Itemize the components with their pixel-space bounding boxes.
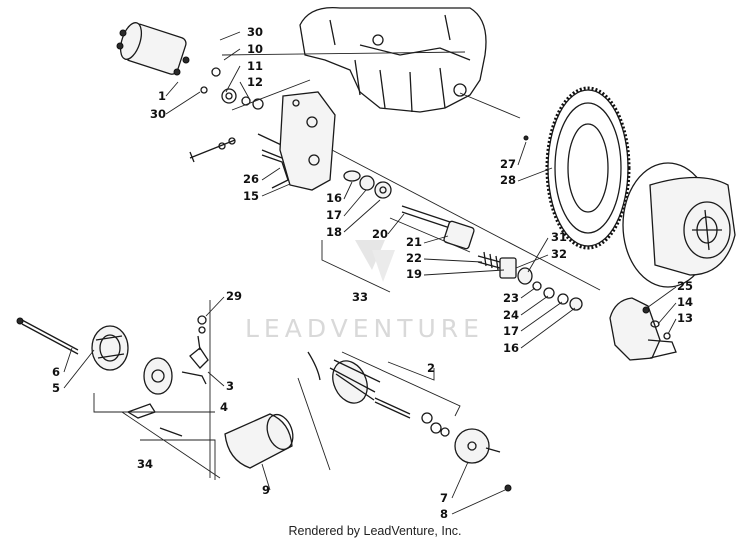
callout-6: 6: [52, 365, 60, 379]
callout-21: 21: [406, 235, 422, 249]
watermark: LEADVENTURE: [245, 240, 484, 343]
callout-4: 4: [220, 400, 228, 414]
leader-lines: [93, 51, 601, 480]
ring-gear: [523, 86, 631, 250]
armature: [307, 351, 450, 437]
callout-8: 8: [440, 507, 448, 521]
drive-end-housing: [609, 297, 677, 361]
callout-15: 15: [243, 189, 259, 203]
callout-leaders: [63, 31, 677, 515]
callout-33: 33: [352, 290, 368, 304]
watermark-logo: [355, 240, 395, 282]
through-bolt: [16, 317, 79, 355]
callout-12: 12: [247, 75, 263, 89]
callout-34: 34: [137, 457, 153, 471]
callout-30-bottom: 30: [150, 107, 166, 121]
callout-20: 20: [372, 227, 388, 241]
callout-13: 13: [677, 311, 693, 325]
starter-frame: [224, 413, 294, 469]
watermark-text: LEADVENTURE: [245, 314, 484, 343]
callout-1: 1: [158, 89, 166, 103]
callout-32: 32: [551, 247, 567, 261]
end-cap: [91, 325, 129, 371]
callout-17-upper: 17: [326, 208, 342, 222]
callout-27: 27: [500, 157, 516, 171]
callout-labels: 30 10 11 12 1 30 26 15 16 17 18 20 21 22…: [52, 25, 693, 521]
starter-bracket: [261, 91, 336, 191]
callout-30-top: 30: [247, 25, 263, 39]
callout-22: 22: [406, 251, 422, 265]
callout-3: 3: [226, 379, 234, 393]
engine-block: [299, 6, 487, 113]
callout-25: 25: [677, 279, 693, 293]
callout-16-lower: 16: [503, 341, 519, 355]
end-plate: [454, 428, 512, 492]
callout-29: 29: [226, 289, 242, 303]
callout-18: 18: [326, 225, 342, 239]
callout-9: 9: [262, 483, 270, 497]
callout-28: 28: [500, 173, 516, 187]
callout-5: 5: [52, 381, 60, 395]
callout-10: 10: [247, 42, 263, 56]
callout-11: 11: [247, 59, 263, 73]
callout-7: 7: [440, 491, 448, 505]
solenoid-hardware: [189, 67, 293, 163]
callout-19: 19: [406, 267, 422, 281]
footer-credit: Rendered by LeadVenture, Inc.: [288, 524, 462, 538]
callout-31: 31: [551, 230, 567, 244]
callout-2: 2: [427, 361, 435, 375]
flywheel-housing: [622, 162, 736, 288]
brush-plate: [143, 357, 173, 395]
callout-16-upper: 16: [326, 191, 342, 205]
callout-26: 26: [243, 172, 259, 186]
starter-solenoid: [116, 22, 190, 76]
callout-17-lower: 17: [503, 324, 519, 338]
callout-23: 23: [503, 291, 519, 305]
callout-24: 24: [503, 308, 519, 322]
callout-14: 14: [677, 295, 693, 309]
